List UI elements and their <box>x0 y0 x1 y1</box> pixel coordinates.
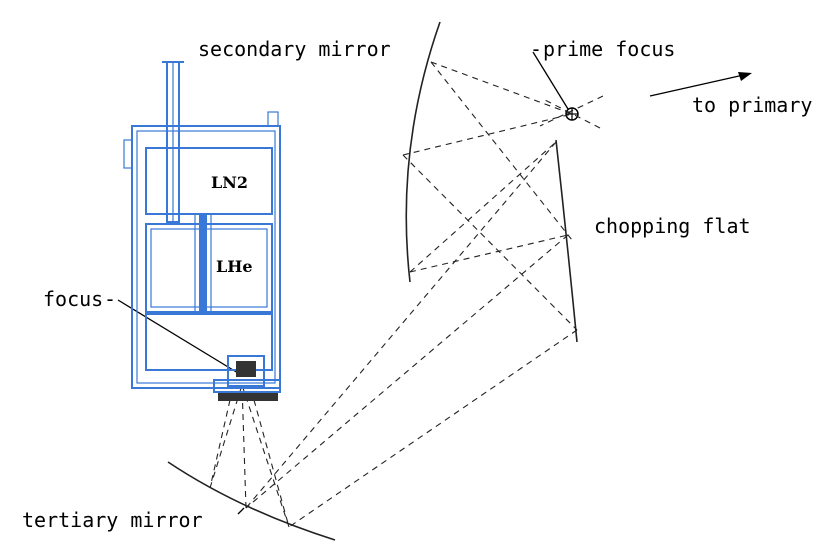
lhe-cold-column <box>199 214 207 314</box>
dewar-cryostat <box>123 61 281 393</box>
ln2-label: LN2 <box>211 173 248 192</box>
chopping-flat-label: chopping flat <box>594 214 751 238</box>
prime-focus-leader <box>532 51 569 110</box>
lhe-label: LHe <box>216 257 253 276</box>
tertiary-mirror-label: tertiary mirror <box>22 508 203 532</box>
prime-focus-label: prime focus <box>543 37 675 61</box>
secondary-mirror <box>405 21 441 283</box>
detector-array <box>218 361 278 401</box>
to-primary-label: to primary <box>692 93 812 117</box>
optical-rays <box>209 61 604 528</box>
tertiary-leader <box>237 507 245 515</box>
chopping-flat-mirror <box>555 139 578 343</box>
prime-focus-marker <box>565 107 579 121</box>
focus-leader <box>117 299 239 374</box>
prime-focus-dash: - <box>530 37 542 61</box>
focus-label: focus <box>43 287 103 311</box>
focus-dash: - <box>104 287 116 311</box>
to-primary-arrow <box>649 72 752 97</box>
secondary-mirror-label: secondary mirror <box>198 37 391 61</box>
